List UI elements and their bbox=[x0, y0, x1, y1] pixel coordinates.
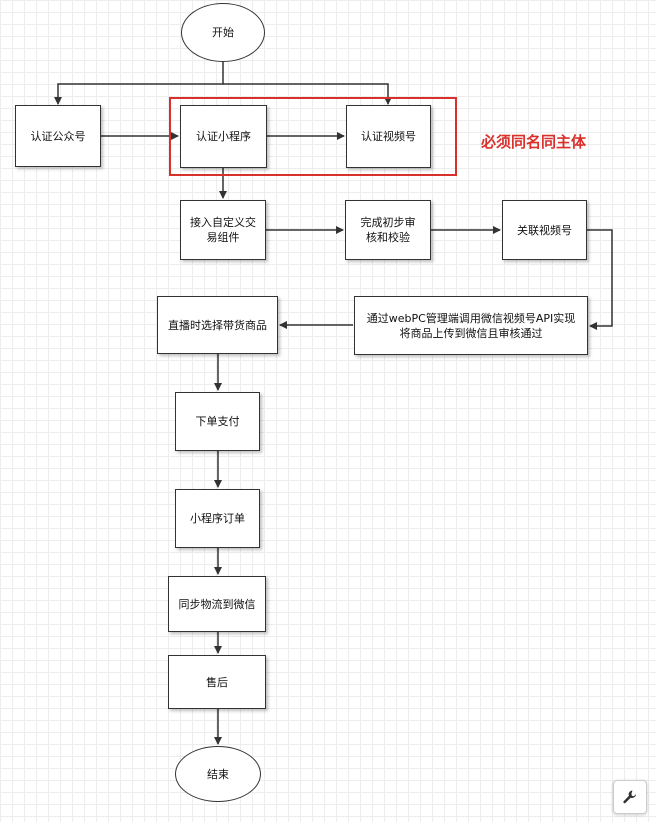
tool-button[interactable] bbox=[613, 780, 647, 814]
end-node[interactable]: 结束 bbox=[175, 746, 261, 802]
verify-mini-program-label: 认证小程序 bbox=[196, 130, 251, 143]
upload-goods-label: 通过webPC管理端调用微信视频号API实现将商品上传到微信且审核通过 bbox=[366, 311, 576, 340]
same-entity-note: 必须同名同主体 bbox=[481, 133, 587, 151]
initial-review-label: 完成初步审核和校验 bbox=[360, 216, 416, 244]
after-sales-label: 售后 bbox=[206, 675, 228, 689]
end-node-label: 结束 bbox=[207, 767, 229, 781]
after-sales-node[interactable]: 售后 bbox=[168, 655, 266, 709]
start-node-label: 开始 bbox=[212, 26, 234, 39]
custom-trade-component-node[interactable]: 接入自定义交易组件 bbox=[180, 200, 266, 260]
place-order-label: 下单支付 bbox=[195, 415, 240, 428]
edge-start-to-official-account bbox=[54, 62, 224, 105]
mini-program-order-label: 小程序订单 bbox=[190, 512, 245, 525]
wrench-icon bbox=[623, 790, 637, 804]
live-select-goods-node[interactable]: 直播时选择带货商品 bbox=[157, 296, 278, 354]
verify-official-account-label: 认证公众号 bbox=[30, 129, 86, 143]
verify-official-account-node[interactable]: 认证公众号 bbox=[15, 105, 101, 167]
link-channels-label: 关联视频号 bbox=[517, 223, 572, 237]
start-node[interactable]: 开始 bbox=[181, 3, 265, 62]
link-channels-node[interactable]: 关联视频号 bbox=[502, 200, 587, 260]
place-order-node[interactable]: 下单支付 bbox=[175, 392, 260, 451]
edge-link-channels-to-upload-goods bbox=[587, 229, 613, 330]
sync-logistics-label: 同步物流到微信 bbox=[178, 597, 256, 611]
same-entity-group-box bbox=[169, 97, 457, 176]
mini-program-order-node[interactable]: 小程序订单 bbox=[175, 489, 260, 548]
sync-logistics-node[interactable]: 同步物流到微信 bbox=[168, 576, 266, 632]
upload-goods-node[interactable]: 通过webPC管理端调用微信视频号API实现将商品上传到微信且审核通过 bbox=[354, 296, 588, 355]
custom-trade-component-label: 接入自定义交易组件 bbox=[190, 216, 256, 244]
initial-review-node[interactable]: 完成初步审核和校验 bbox=[345, 200, 431, 260]
verify-mini-program-node[interactable]: 认证小程序 bbox=[180, 105, 267, 168]
verify-channels-node[interactable]: 认证视频号 bbox=[346, 105, 431, 168]
live-select-goods-label: 直播时选择带货商品 bbox=[168, 318, 267, 332]
verify-channels-label: 认证视频号 bbox=[361, 130, 416, 143]
